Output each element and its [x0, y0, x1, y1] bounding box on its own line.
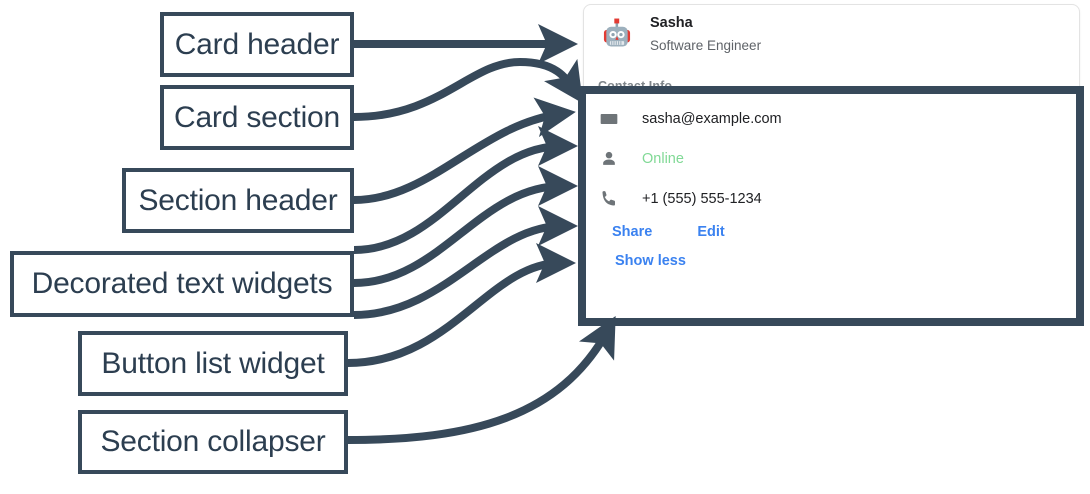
arrow-card-section	[353, 57, 583, 121]
phone-value: +1 (555) 555-1234	[642, 191, 762, 207]
annotation-section-header: Section header	[122, 168, 354, 233]
decorated-text-widget-phone: +1 (555) 555-1234	[598, 184, 1079, 214]
card-header-texts: Sasha Software Engineer	[650, 14, 761, 56]
annotation-card-header: Card header	[160, 12, 354, 77]
annotation-button-list-widget: Button list widget	[78, 331, 348, 396]
card-header: Sasha Software Engineer	[584, 5, 1079, 65]
profile-card: Sasha Software Engineer Contact Info sas…	[583, 4, 1080, 324]
section-header: Contact Info	[598, 79, 673, 93]
annotation-decorated-text-widgets-label: Decorated text widgets	[31, 267, 333, 300]
arrow-section-header	[353, 97, 576, 204]
annotation-section-collapser: Section collapser	[78, 410, 348, 474]
decorated-text-widget-email: sasha@example.com	[598, 104, 1079, 134]
robot-avatar-icon	[598, 16, 636, 54]
annotation-button-list-widget-label: Button list widget	[101, 346, 325, 380]
annotation-card-header-label: Card header	[174, 27, 340, 61]
phone-icon	[598, 189, 620, 209]
annotation-section-header-label: Section header	[138, 183, 338, 217]
section-collapser-button[interactable]: Show less	[615, 253, 686, 269]
arrow-decorated-text-1	[353, 126, 578, 254]
arrow-decorated-text-2	[353, 166, 578, 287]
button-list-widget: Share Edit	[612, 224, 1079, 240]
email-value: sasha@example.com	[642, 111, 782, 127]
card-section: Contact Info sasha@example.com Online	[584, 65, 1079, 270]
email-icon	[598, 109, 620, 129]
status-value: Online	[642, 151, 684, 167]
annotation-card-section-label: Card section	[173, 100, 340, 134]
share-button[interactable]: Share	[612, 224, 653, 240]
arrow-decorated-text-3	[353, 206, 578, 319]
annotation-decorated-text-widgets: Decorated text widgets	[10, 251, 354, 317]
arrow-section-collapser	[347, 315, 616, 444]
card-header-title: Sasha	[650, 15, 693, 31]
decorated-text-widget-status: Online	[598, 144, 1079, 174]
card-header-subtitle: Software Engineer	[650, 38, 762, 53]
person-icon	[598, 149, 620, 169]
annotation-card-section: Card section	[160, 85, 354, 150]
annotation-section-collapser-label: Section collapser	[100, 425, 326, 458]
arrow-button-list-widget	[347, 243, 576, 367]
edit-button[interactable]: Edit	[697, 224, 725, 240]
